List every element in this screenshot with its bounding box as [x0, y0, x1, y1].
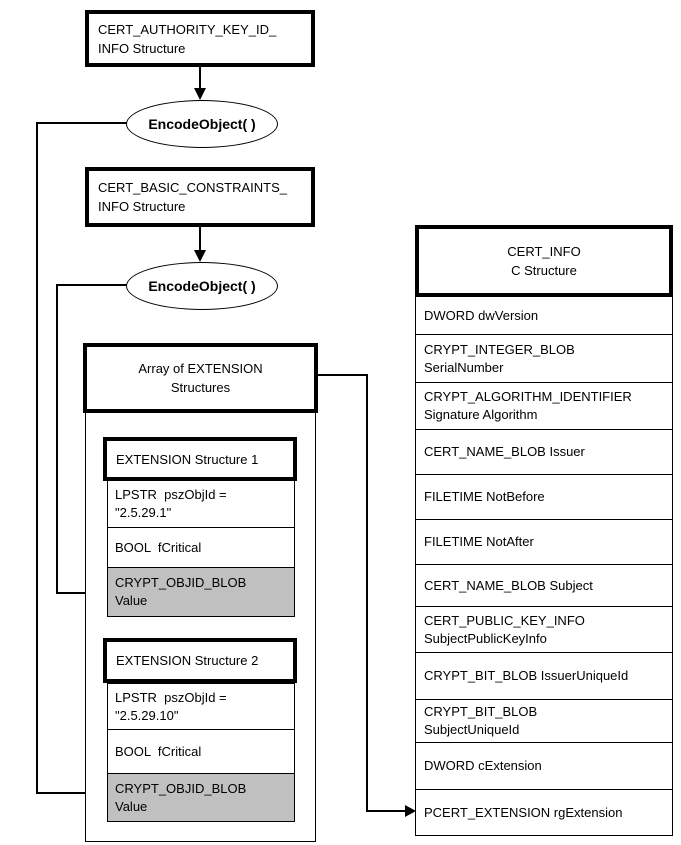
authority-key-id-line2: INFO Structure: [98, 40, 186, 56]
row-text: CRYPT_ALGORITHM_IDENTIFIER: [424, 389, 632, 404]
row-text: Signature Algorithm: [424, 407, 538, 422]
cert-info-row-notbefore: FILETIME NotBefore: [416, 475, 672, 520]
cert-info-title-line1: CERT_INFO: [507, 244, 581, 259]
authority-key-id-box: CERT_AUTHORITY_KEY_ID_ INFO Structure: [85, 10, 315, 67]
extension2-pszobjid-line2: "2.5.29.10": [115, 707, 179, 723]
encode-object-2-label: EncodeObject( ): [148, 278, 256, 294]
row-text: CRYPT_BIT_BLOB IssuerUniqueId: [424, 668, 629, 683]
array-of-extension-line1: Array of EXTENSION: [138, 361, 263, 376]
cert-info-row-signature-algorithm: CRYPT_ALGORITHM_IDENTIFIER Signature Alg…: [416, 383, 672, 430]
row-text: CERT_NAME_BLOB Subject: [424, 577, 593, 593]
extension2-title-box: EXTENSION Structure 2: [103, 638, 297, 683]
array-of-extension-line2: Structures: [170, 380, 231, 395]
row-text: FILETIME NotBefore: [424, 489, 545, 504]
cert-info-table: DWORD dwVersion CRYPT_INTEGER_BLOB Seria…: [415, 297, 673, 836]
arrowhead-box2-to-encode2-icon: [194, 250, 206, 262]
encode-object-1-ellipse: EncodeObject( ): [126, 100, 278, 148]
cert-info-row-subjectuniqueid: CRYPT_BIT_BLOB SubjectUniqueId: [416, 700, 672, 743]
basic-constraints-box: CERT_BASIC_CONSTRAINTS_ INFO Structure: [85, 167, 315, 227]
extension2-value-line1: CRYPT_OBJID_BLOB: [115, 780, 247, 796]
extension2-title: EXTENSION Structure 2: [116, 653, 259, 668]
extension2-row-pszobjid: LPSTR pszObjId = "2.5.29.10": [108, 684, 294, 730]
extension1-pszobjid-line2: "2.5.29.1": [115, 505, 172, 520]
extension2-row-fcritical: BOOL fCritical: [108, 730, 294, 774]
connector-encode2-into-value1: [56, 592, 98, 594]
extension1-title: EXTENSION Structure 1: [116, 451, 259, 467]
cert-info-row-subjectpublickeyinfo: CERT_PUBLIC_KEY_INFO SubjectPublicKeyInf…: [416, 607, 672, 653]
cert-info-title-line2: C Structure: [511, 263, 577, 278]
cert-info-row-issuer: CERT_NAME_BLOB Issuer: [416, 430, 672, 475]
row-text: FILETIME NotAfter: [424, 534, 534, 549]
row-text: SerialNumber: [424, 359, 504, 375]
row-text: DWORD cExtension: [424, 758, 542, 773]
authority-key-id-line1: CERT_AUTHORITY_KEY_ID_: [98, 21, 277, 37]
extension2-rows: LPSTR pszObjId = "2.5.29.10" BOOL fCriti…: [107, 683, 295, 822]
arrow-box1-to-encode1-line: [199, 67, 201, 90]
encode-object-2-ellipse: EncodeObject( ): [126, 262, 278, 310]
cert-info-row-serialnumber: CRYPT_INTEGER_BLOB SerialNumber: [416, 335, 672, 383]
connector-encode1-into-value2: [36, 792, 98, 794]
extension1-title-box: EXTENSION Structure 1: [103, 437, 297, 481]
row-text: SubjectPublicKeyInfo: [424, 630, 547, 646]
row-text: CRYPT_BIT_BLOB: [424, 704, 538, 719]
extension1-value-line2: Value: [115, 593, 148, 608]
extension2-fcritical-line1: BOOL fCritical: [115, 743, 202, 759]
array-of-extension-box: Array of EXTENSION Structures: [83, 343, 318, 413]
extension2-row-value: CRYPT_OBJID_BLOB Value: [108, 774, 294, 821]
extension1-row-value: CRYPT_OBJID_BLOB Value: [108, 568, 294, 616]
connector-array-horizontal-top: [318, 374, 368, 376]
extension1-value-line1: CRYPT_OBJID_BLOB: [115, 575, 247, 590]
cert-info-row-notafter: FILETIME NotAfter: [416, 520, 672, 565]
cert-info-row-issueruniqueid: CRYPT_BIT_BLOB IssuerUniqueId: [416, 653, 672, 700]
basic-constraints-line2: INFO Structure: [98, 199, 186, 214]
row-text: SubjectUniqueId: [424, 722, 520, 737]
extension1-row-fcritical: BOOL fCritical: [108, 528, 294, 568]
connector-encode2-horizontal: [56, 284, 127, 286]
row-text: CERT_PUBLIC_KEY_INFO: [424, 612, 585, 628]
connector-encode1-horizontal: [36, 122, 127, 124]
encode-object-1-label: EncodeObject( ): [148, 116, 256, 132]
arrow-box2-to-encode2-line: [199, 227, 201, 250]
basic-constraints-line1: CERT_BASIC_CONSTRAINTS_: [98, 180, 288, 195]
connector-encode2-vertical: [56, 284, 58, 594]
connector-encode1-vertical: [36, 122, 38, 794]
cert-info-title-box: CERT_INFO C Structure: [415, 225, 673, 297]
extension2-pszobjid-line1: LPSTR pszObjId =: [115, 689, 227, 705]
row-text: CRYPT_INTEGER_BLOB: [424, 341, 575, 357]
extension2-value-line2: Value: [115, 798, 148, 814]
extension1-pszobjid-line1: LPSTR pszObjId =: [115, 487, 227, 502]
connector-array-into-rgextension: [366, 810, 406, 812]
connector-array-vertical: [366, 374, 368, 812]
row-text: CERT_NAME_BLOB Issuer: [424, 444, 585, 459]
cert-info-row-dwversion: DWORD dwVersion: [416, 297, 672, 335]
cert-info-row-subject: CERT_NAME_BLOB Subject: [416, 565, 672, 607]
extension1-row-pszobjid: LPSTR pszObjId = "2.5.29.1": [108, 481, 294, 528]
extension1-rows: LPSTR pszObjId = "2.5.29.1" BOOL fCritic…: [107, 480, 295, 617]
cert-info-row-rgextension: PCERT_EXTENSION rgExtension: [416, 790, 672, 835]
cert-info-row-cextension: DWORD cExtension: [416, 743, 672, 790]
extension1-fcritical-line1: BOOL fCritical: [115, 539, 202, 555]
row-text: DWORD dwVersion: [424, 307, 539, 323]
arrowhead-box1-to-encode1-icon: [194, 88, 206, 100]
arrowhead-into-rgextension-icon: [405, 805, 416, 817]
row-text: PCERT_EXTENSION rgExtension: [424, 804, 623, 820]
